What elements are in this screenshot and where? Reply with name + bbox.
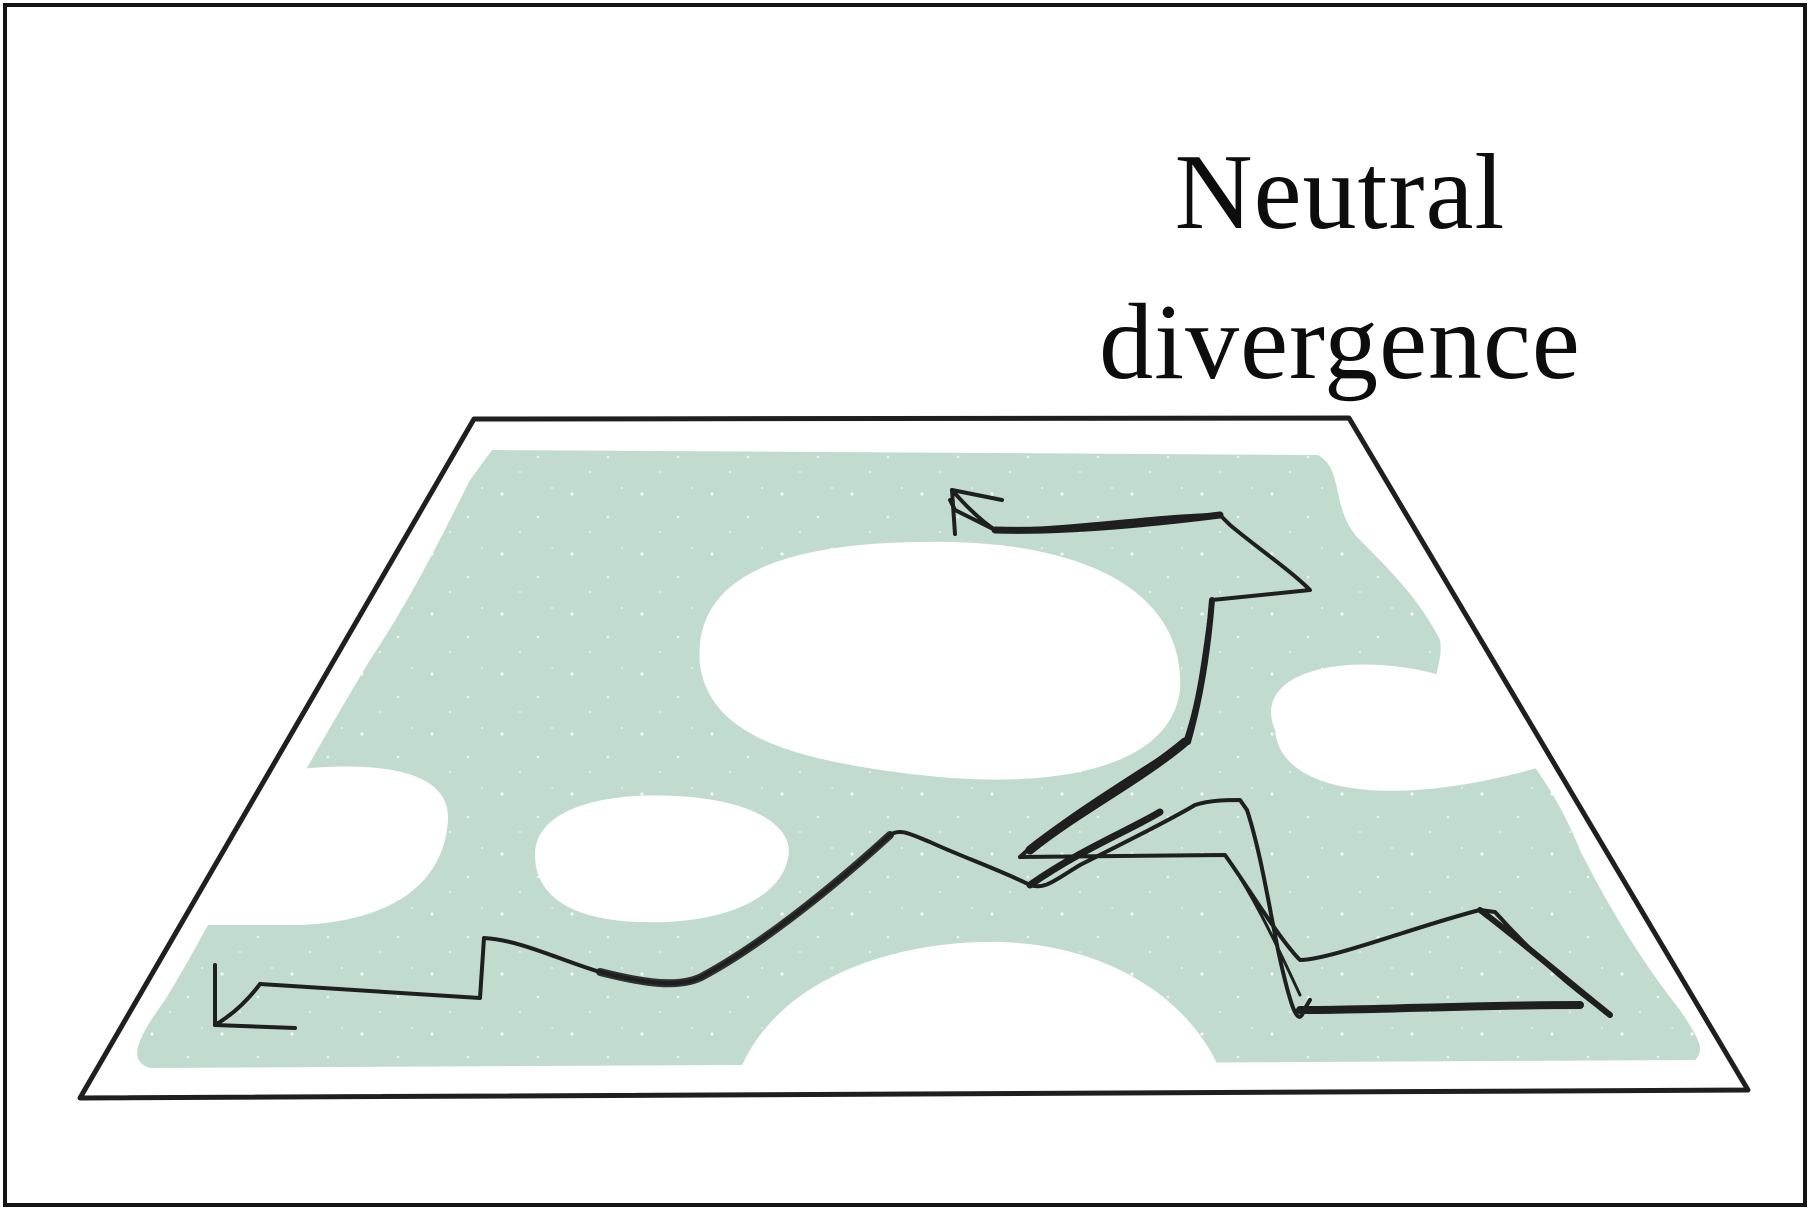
lineage-path-upper [258,798,1312,1019]
lineage-path-branch [948,498,1613,1018]
landscape-plane-outline [77,415,1751,1101]
diagram-title: Neutral divergence [1020,118,1660,418]
title-line-2: divergence [1099,283,1581,402]
fitness-landscape-region [137,450,1701,1068]
title-line-1: Neutral [1174,133,1506,252]
arrow-flag-icon [950,488,1004,536]
arrow-flag-icon [213,963,297,1030]
